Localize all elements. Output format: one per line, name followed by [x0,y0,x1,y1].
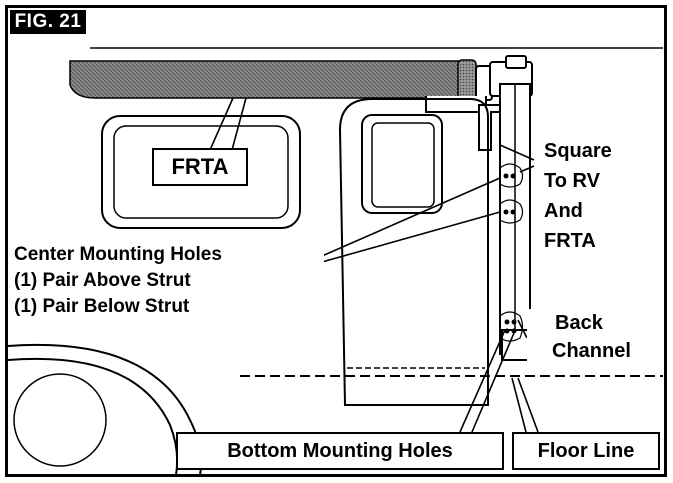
wheel-well [7,344,203,476]
square-label: Square To RV And FRTA [544,136,660,256]
mounting-holes [503,173,517,334]
frta-roller [69,59,477,101]
frta-label: FRTA [152,148,248,186]
center-holes-label: Center Mounting Holes (1) Pair Above Str… [12,242,324,320]
square-line2: To RV [544,170,600,192]
back-channel-line2: Channel [552,340,631,362]
figure-label: FIG. 21 [10,10,86,34]
bottom-holes-label: Bottom Mounting Holes [176,432,504,470]
square-line1: Square [544,140,612,162]
square-line3: And [544,200,583,222]
frta-label-text: FRTA [171,154,229,179]
square-line4: FRTA [544,230,596,252]
back-channel-label: Back Channel [527,309,663,371]
center-holes-title: Center Mounting Holes [14,244,222,265]
floor-line-text: Floor Line [537,440,635,462]
rv-door [338,98,489,406]
vertical-arm [499,83,531,361]
back-channel-line1: Back [555,312,603,334]
center-holes-line1: (1) Pair Above Strut [14,270,191,291]
floor-line-label: Floor Line [512,432,660,470]
rv-window [101,115,301,229]
top-bracket [478,104,501,151]
center-holes-line2: (1) Pair Below Strut [14,296,190,317]
bottom-holes-text: Bottom Mounting Holes [227,440,453,462]
callout-pointers [209,97,539,433]
